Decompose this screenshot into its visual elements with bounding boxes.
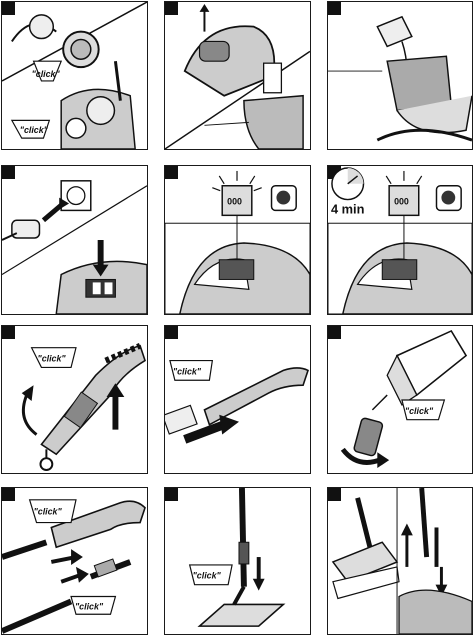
indicator-lamp <box>388 185 420 217</box>
arrow-down-icon <box>92 264 109 277</box>
click-label: "click" <box>405 406 434 416</box>
click-label: "click" <box>173 366 202 376</box>
steam-handle <box>50 500 146 549</box>
step-panel-1: "click" "click" <box>1 1 148 150</box>
cleaning-cloth <box>332 566 400 600</box>
illustration-open-tank <box>165 3 310 149</box>
step-panel-6: 4 min 000 <box>327 165 473 315</box>
step-panel-11: "click" <box>164 487 311 635</box>
step-number-marker <box>328 2 341 15</box>
illustration-wait-heat-up: 4 min 000 <box>328 167 472 314</box>
indicator-lamp <box>221 185 253 217</box>
steam-handle <box>203 367 309 426</box>
illustration-attach-extension: "click" <box>165 359 309 444</box>
illustration-attach-cloth <box>331 488 472 634</box>
illustration-connect-tubes: "click" "click" <box>2 499 146 634</box>
adapter-part <box>165 404 198 435</box>
step-panel-7: "click" <box>1 325 148 474</box>
rotate-arrow-icon <box>377 452 390 469</box>
click-burst <box>188 564 233 586</box>
arrow-right-icon <box>71 549 83 565</box>
arrow-icon <box>21 385 34 401</box>
click-label: "click" <box>38 354 67 364</box>
arrow-down-icon <box>252 578 265 591</box>
step-panel-10: "click" "click" <box>1 487 148 635</box>
step-number-marker <box>2 488 15 501</box>
step-number-marker <box>165 326 178 339</box>
click-burst <box>28 499 77 524</box>
arrow-up-icon <box>199 3 210 12</box>
power-plug <box>11 219 41 239</box>
illustration-heating-indicator: 000 <box>165 170 310 314</box>
click-label: "click" <box>75 601 104 611</box>
click-label: "click" <box>20 125 49 135</box>
click-burst <box>10 119 51 139</box>
step-panel-5: 000 <box>164 165 311 315</box>
click-burst <box>32 60 63 82</box>
click-label: "click" <box>32 69 61 79</box>
click-burst <box>169 359 214 381</box>
arrow-down-icon <box>435 584 448 597</box>
step-panel-9: "click" <box>327 325 473 474</box>
arrow-right-icon <box>75 566 89 583</box>
click-burst <box>70 595 117 615</box>
illustration-attach-nozzle: "click" <box>340 329 468 469</box>
step-number-marker <box>165 2 178 15</box>
illustration-attach-accessories: "click" "click" <box>2 2 147 149</box>
illustration-handle-lock: "click" <box>21 343 146 472</box>
step-panel-8: "click" <box>164 325 311 474</box>
step-number-marker <box>2 2 15 15</box>
timer-label: 4 min <box>331 201 365 216</box>
step-number-marker <box>328 326 341 339</box>
step-panel-2 <box>164 1 311 150</box>
arrow-right-icon <box>59 197 70 210</box>
step-number-marker <box>328 488 341 501</box>
step-panel-4 <box>1 165 148 315</box>
click-label: "click" <box>193 571 222 581</box>
step-number-marker <box>165 166 178 179</box>
click-burst <box>401 399 446 421</box>
arrow-up-icon <box>400 523 413 536</box>
arrow-right-icon <box>219 414 239 435</box>
click-burst <box>30 347 77 369</box>
illustration-fill-water <box>328 15 472 142</box>
step-number-marker <box>2 326 15 339</box>
click-label: "click" <box>34 507 63 517</box>
indicator-label: 000 <box>394 196 409 206</box>
step-number-marker <box>2 166 15 179</box>
arrow-up-icon <box>106 383 125 398</box>
step-number-marker <box>165 488 178 501</box>
nozzle-connector <box>353 417 384 457</box>
floor-tool <box>197 603 286 627</box>
step-panel-12 <box>327 487 473 635</box>
illustration-attach-floor-tool: "click" <box>188 488 286 627</box>
water-jug <box>376 15 413 48</box>
step-panel-3 <box>327 1 473 150</box>
illustration-plug-in <box>2 180 147 314</box>
indicator-label: 000 <box>227 196 242 206</box>
